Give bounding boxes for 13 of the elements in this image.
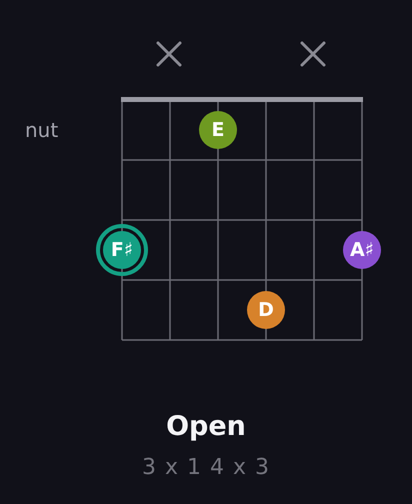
mute-x-icon bbox=[156, 41, 182, 67]
nut-label: nut bbox=[25, 118, 58, 142]
note-dot bbox=[199, 111, 237, 149]
note-name: D bbox=[258, 300, 274, 320]
note-name: E bbox=[212, 120, 224, 140]
note-name: A♯ bbox=[350, 240, 374, 260]
mute-x-icon bbox=[300, 41, 326, 67]
note-dot bbox=[343, 231, 381, 269]
root-note-dot bbox=[96, 224, 148, 276]
chord-name: Open bbox=[165, 410, 247, 444]
note-name: F♯ bbox=[110, 240, 134, 260]
fingering-caption: 3 x 1 4 x 3 bbox=[142, 454, 270, 482]
note-dot bbox=[247, 291, 285, 329]
